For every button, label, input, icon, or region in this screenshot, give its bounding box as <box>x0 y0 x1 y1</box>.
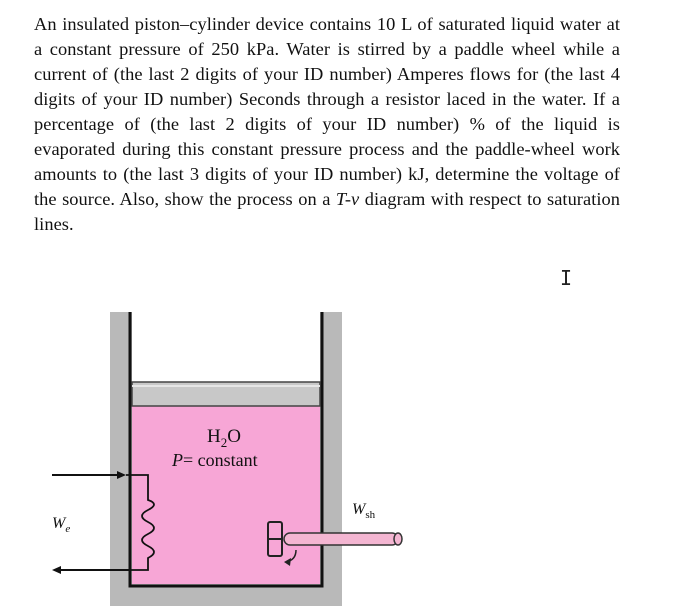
arrow-left-icon <box>52 566 61 574</box>
problem-text-part2: diagram with respect to saturation lines… <box>34 189 621 234</box>
problem-text-part1: An insulated piston–cylinder device cont… <box>34 14 620 209</box>
resistor-coil <box>126 474 155 571</box>
water-region <box>132 406 320 584</box>
pressure-label: P= constant <box>171 450 258 470</box>
arrow-right-icon <box>117 471 126 479</box>
problem-statement: An insulated piston–cylinder device cont… <box>34 12 620 237</box>
paddle-shaft <box>283 532 399 546</box>
piston-cylinder-diagram: H2O P= constant We Wsh <box>52 312 403 606</box>
text-cursor-icon: I <box>560 266 573 290</box>
shaft-work-label: Wsh <box>352 501 376 521</box>
tv-diagram-label: T-v <box>335 189 360 209</box>
substance-label: H2O <box>207 426 241 450</box>
electric-work-label: We <box>52 515 70 535</box>
cylinder-inner-wall <box>128 312 324 588</box>
